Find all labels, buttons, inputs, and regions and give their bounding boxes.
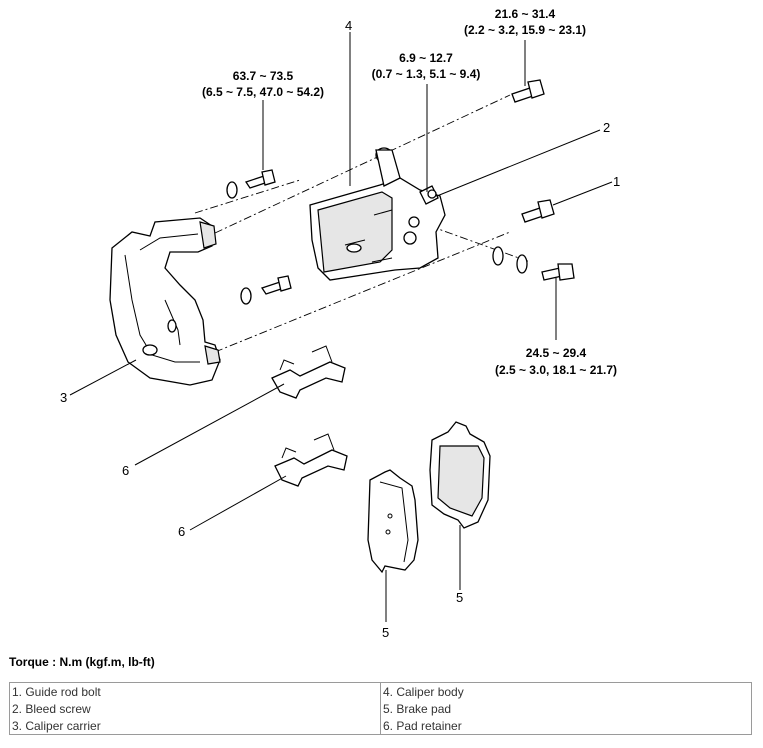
- legend-row: 3. Caliper carrier 6. Pad retainer: [9, 717, 752, 735]
- caliper-body: [309, 147, 446, 281]
- legend-cell: 3. Caliper carrier: [9, 717, 381, 735]
- legend-row: 1. Guide rod bolt 4. Caliper body: [9, 682, 752, 700]
- pad-retainer-lower: [274, 433, 348, 487]
- torque-bolt-lower-right-alt: (2.5 ~ 3.0, 18.1 ~ 21.7): [495, 363, 617, 377]
- legend-cell: 6. Pad retainer: [380, 717, 752, 735]
- torque-unit-caption: Torque : N.m (kgf.m, lb-ft): [9, 655, 155, 669]
- guide-rod-bolt-upper: [511, 79, 545, 103]
- carrier-bolt-upper: [226, 169, 276, 199]
- brake-pad-outer: [429, 421, 491, 529]
- torque-bleed-screw-alt: (0.7 ~ 1.3, 5.1 ~ 9.4): [372, 67, 481, 81]
- brake-pad-inner: [367, 469, 419, 574]
- legend-cell: 4. Caliper body: [380, 682, 752, 700]
- torque-bleed-screw-nm: 6.9 ~ 12.7: [399, 51, 453, 65]
- callout-4: 4: [345, 18, 352, 33]
- callout-3: 3: [60, 390, 67, 405]
- legend-row: 2. Bleed screw 5. Brake pad: [9, 700, 752, 717]
- torque-bolt-top-right-nm: 21.6 ~ 31.4: [495, 7, 556, 21]
- pad-retainer-upper: [271, 345, 346, 399]
- caliper-carrier: [109, 217, 221, 386]
- callout-6-upper: 6: [122, 463, 129, 478]
- legend-cell: 1. Guide rod bolt: [9, 682, 381, 700]
- torque-carrier-bolt-nm: 63.7 ~ 73.5: [233, 69, 294, 83]
- callout-2: 2: [603, 120, 610, 135]
- bleed-screw: [419, 185, 439, 205]
- callout-1: 1: [613, 174, 620, 189]
- legend-cell: 5. Brake pad: [380, 700, 752, 717]
- torque-bolt-top-right-alt: (2.2 ~ 3.2, 15.9 ~ 23.1): [464, 23, 586, 37]
- torque-carrier-bolt-alt: (6.5 ~ 7.5, 47.0 ~ 54.2): [202, 85, 324, 99]
- callout-5-inner-pad: 5: [382, 625, 389, 640]
- torque-bolt-lower-right-nm: 24.5 ~ 29.4: [526, 346, 587, 360]
- parts-legend-table: 1. Guide rod bolt 4. Caliper body 2. Ble…: [9, 682, 752, 735]
- guide-rod-bolt: [521, 199, 555, 223]
- callout-6-lower: 6: [178, 524, 185, 539]
- washers-and-lower-bolt: [492, 246, 575, 281]
- brake-caliper-exploded-diagram: 21.6 ~ 31.4 (2.2 ~ 3.2, 15.9 ~ 23.1) 6.9…: [60, 7, 620, 640]
- legend-cell: 2. Bleed screw: [9, 700, 381, 717]
- assembly-axis-lines: [194, 94, 531, 353]
- carrier-bolt-lower: [240, 275, 292, 305]
- leader-lines: [69, 32, 613, 622]
- callout-5-outer-pad: 5: [456, 590, 463, 605]
